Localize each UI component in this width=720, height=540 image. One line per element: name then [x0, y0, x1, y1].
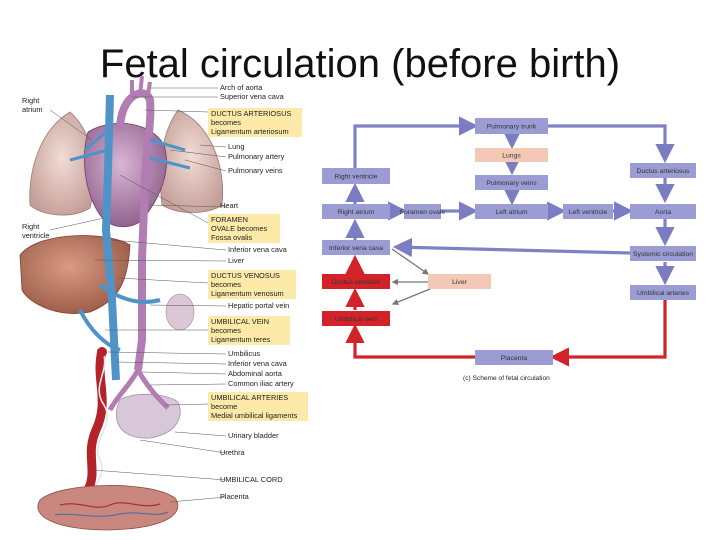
label-liver: Liver [228, 256, 245, 265]
scheme-label-inferior-vena-cava: Inferior vena cava [329, 245, 383, 252]
scheme-label-liver: Liver [452, 279, 467, 286]
scheme-box-left-ventricle [563, 204, 613, 219]
slide-title: Fetal circulation (before birth) [99, 42, 621, 86]
scheme-label-umbilical-arteries: Umbilical arteries [637, 290, 690, 297]
scheme-label-umbilical-vein: Umbilical vein [335, 316, 377, 323]
label-right-ventricle-line-1: Right [22, 222, 39, 231]
label-iliac: Common iliac artery [228, 379, 294, 388]
label-right-ventricle-line-2: ventricle [22, 231, 50, 240]
scheme-label-right-atrium: Right atrium [338, 209, 375, 216]
scheme-label-pulmonary-veins: Pulmonary veins [486, 180, 537, 187]
scheme-label-right-ventricle: Right ventricle [334, 173, 377, 180]
label-bladder: Urinary bladder [228, 431, 279, 440]
kidney-shape [165, 293, 195, 331]
scheme-box-umbilical-arteries [630, 285, 696, 300]
scheme-label-left-atrium: Left atrium [495, 209, 527, 216]
label-ivc2: Inferior vena cava [228, 359, 288, 368]
scheme-box-lungs [475, 148, 548, 162]
scheme-label-aorta: Aorta [655, 209, 671, 216]
label-ivc1: Inferior vena cava [228, 245, 288, 254]
scheme-label-foramen-ovale: Foramen ovale [400, 209, 446, 216]
scheme-box-inferior-vena-cava [322, 240, 390, 255]
scheme-box-right-ventricle [322, 168, 390, 184]
label-right-ventricle: Right ventricle [22, 222, 50, 240]
label-right-atrium-line-2: atrium [22, 105, 43, 114]
label-right-atrium-line-1: Right [22, 96, 39, 105]
bladder-shape [115, 393, 181, 439]
label-pulm-artery: Pulmonary artery [228, 152, 285, 161]
label-heart: Heart [220, 201, 238, 210]
label-hepatic: Hepatic portal vein [228, 301, 289, 310]
anatomy-drawing [19, 75, 227, 531]
scheme-label-ductus-arteriosus: Ductus arteriosus [637, 168, 690, 175]
scheme-box-umbilical-vein [322, 311, 390, 326]
scheme-box-ductus-venosus [322, 274, 390, 289]
scheme-label-left-ventricle: Left ventricle [569, 209, 608, 216]
scheme-label-placenta: Placenta [501, 355, 528, 362]
label-arch: Arch of aorta [220, 83, 263, 92]
scheme-box-aorta [630, 204, 696, 219]
scheme-box-right-atrium [322, 204, 390, 219]
scheme-box-liver [428, 274, 491, 289]
label-lung: Lung [228, 142, 244, 151]
scheme-box-pulmonary-trunk [475, 118, 548, 134]
label-umbilicus: Umbilicus [228, 349, 260, 358]
scheme-box-systemic-circulation [630, 246, 696, 261]
label-highlights [208, 108, 308, 421]
scheme-label-lungs: Lungs [502, 152, 521, 159]
scheme-label-pulmonary-trunk: Pulmonary trunk [487, 123, 537, 130]
scheme-box-pulmonary-veins [475, 175, 548, 190]
label-pulm-veins: Pulmonary veins [228, 166, 283, 175]
scheme-box-ductus-arteriosus [630, 163, 696, 178]
scheme-box-foramen-ovale [404, 204, 441, 219]
scheme-box-placenta [475, 350, 553, 365]
label-urethra: Urethra [220, 448, 246, 457]
scheme-label-ductus-venosus: Ductus venosus [332, 279, 381, 286]
scheme-box-left-atrium [475, 204, 548, 219]
umbilicus-marker [97, 347, 107, 357]
liver-shape [19, 235, 131, 314]
label-svc: Superior vena cava [220, 92, 285, 101]
label-abd-aorta: Abdominal aorta [228, 369, 283, 378]
umbilical-cord [83, 348, 107, 493]
placenta-shape [37, 485, 179, 531]
scheme-caption: (c) Scheme of fetal circulation [463, 375, 550, 382]
label-right-atrium: Right atrium [22, 96, 43, 114]
label-placenta: Placenta [220, 492, 250, 501]
scheme-label-systemic-circulation: Systemic circulation [633, 251, 693, 258]
label-cord: UMBILICAL CORD [220, 475, 283, 484]
